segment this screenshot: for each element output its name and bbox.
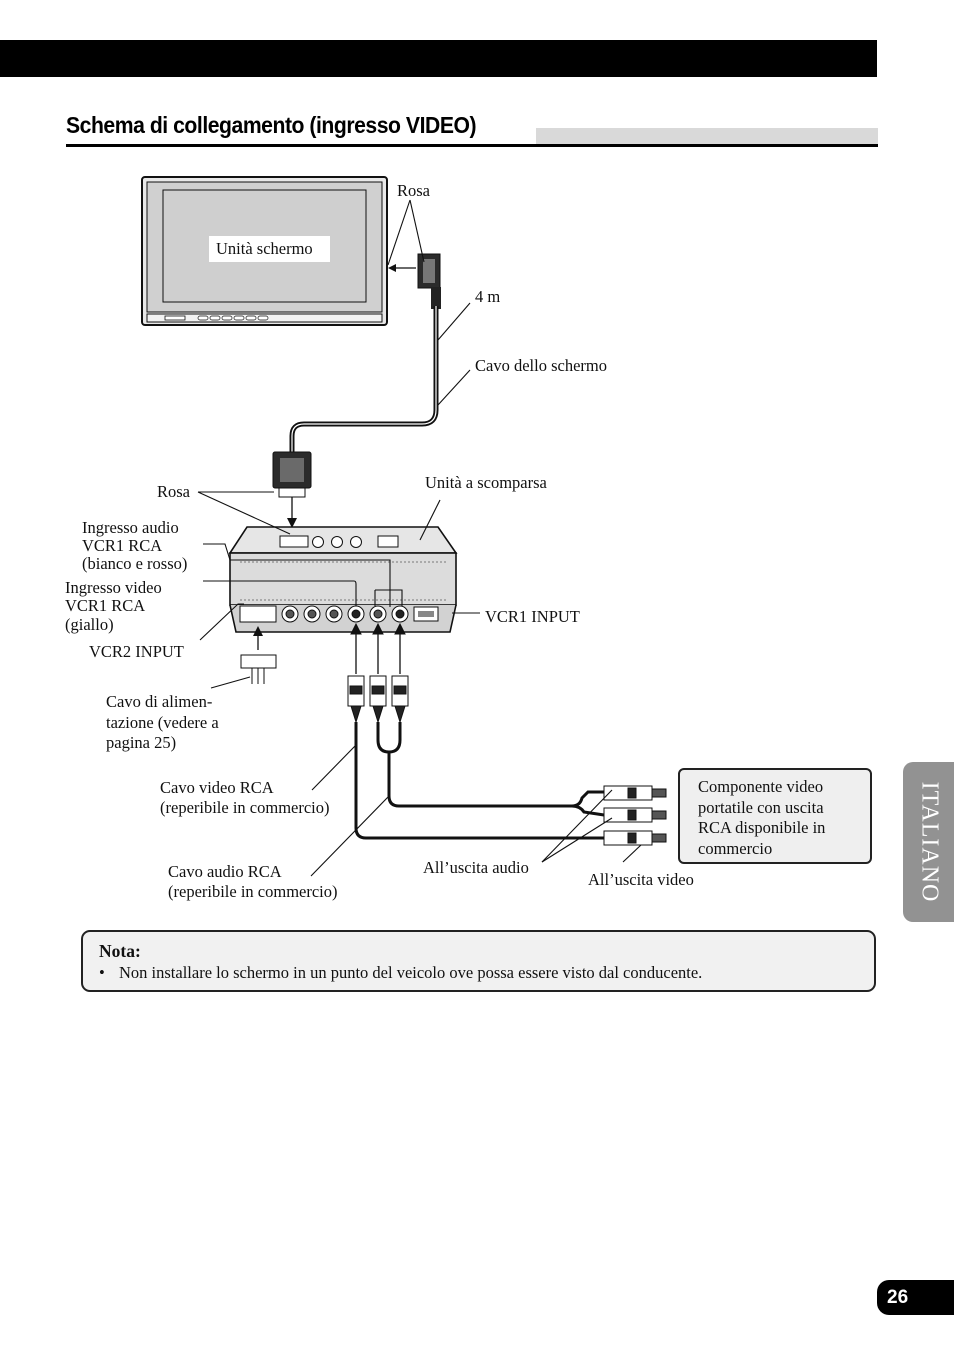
note-box: Nota: • Non installare lo schermo in un p… [81,930,876,992]
video-out-label: All’uscita video [588,870,694,889]
display-unit: Unità schermo [141,176,388,326]
screen-cable [289,306,439,452]
hideaway-unit-label: Unità a scomparsa [425,473,548,492]
audio-input-line2: VCR1 RCA [82,536,162,555]
title-shade [536,128,878,144]
connection-diagram: Unità schermo [65,176,694,901]
rosa-mid-label: Rosa [157,482,191,501]
bullet: • [99,963,105,982]
component-line-2: portatile con uscita [698,797,824,817]
cable-length-label: 4 m [475,287,500,306]
video-input-line2: VCR1 RCA [65,596,145,615]
rca-video-cable-line1: Cavo video RCA [160,778,274,797]
component-line-4: commercio [698,838,773,858]
screen-connector [388,253,441,309]
vcr1-input-label: VCR1 INPUT [485,607,580,626]
rca-plugs-source [603,785,667,846]
leader-lines [197,199,642,877]
rca-plugs-unit [347,622,409,724]
audio-out-label: All’uscita audio [423,858,529,877]
language-tab: ITALIANO [903,762,954,922]
video-input-line3: (giallo) [65,615,114,634]
note-text: Non installare lo schermo in un punto de… [119,963,703,982]
screen-cable-label: Cavo dello schermo [475,356,607,375]
note-item: • Non installare lo schermo in un punto d… [99,963,858,983]
rca-audio-cable-line2: (reperibile in commercio) [168,882,338,901]
page-number: 26 [877,1280,954,1315]
audio-input-line1: Ingresso audio [82,518,179,537]
video-input-line1: Ingresso video [65,578,162,597]
mid-connector [272,451,312,528]
section-title: Schema di collegamento (ingresso VIDEO) [66,112,477,138]
vcr2-input-label: VCR2 INPUT [89,642,184,661]
portable-video-component-box: Componente video portatile con uscita RC… [678,768,872,864]
audio-input-line3: (bianco e rosso) [82,554,187,573]
rca-cables [354,722,605,840]
screen-unit-label: Unità schermo [216,239,313,258]
rca-video-cable-line2: (reperibile in commercio) [160,798,330,817]
component-line-3: RCA disponibile in [698,818,826,837]
component-line-1: Componente video [698,777,824,796]
title-rule [66,144,878,147]
vcr2-plug [240,626,277,684]
rca-audio-cable-line1: Cavo audio RCA [168,862,282,881]
power-cable-line1: Cavo di alimen- [106,692,212,711]
header-bar [0,40,877,77]
note-title: Nota: [99,941,141,961]
hideaway-unit [228,526,458,633]
rosa-top-label: Rosa [397,181,431,200]
power-cable-line2: tazione (vedere a [106,713,219,732]
power-cable-line3: pagina 25) [106,733,176,752]
language-tab-label: ITALIANO [916,781,942,903]
